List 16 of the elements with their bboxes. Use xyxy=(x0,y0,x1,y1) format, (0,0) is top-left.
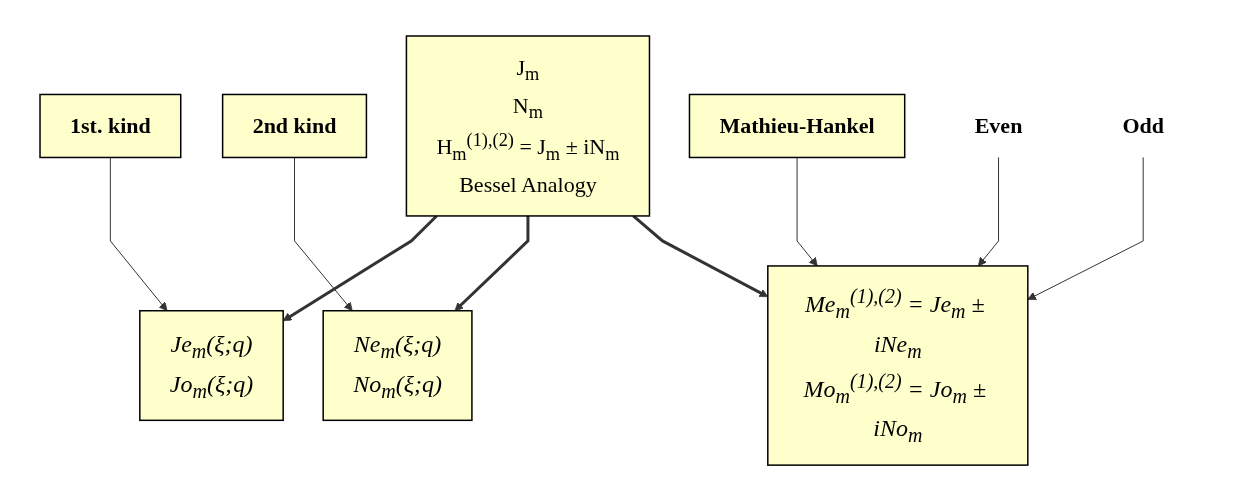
node-box: J$_{m}$ N$_{m}$ H$_{m}$$^{(1),(2)}$ = J$_{m}$ ± iN$_{m}$ Bessel Analogy xyxy=(405,35,650,217)
node-box: 1st. kind xyxy=(38,93,181,159)
node-box: 2nd kind xyxy=(221,93,367,159)
node-box: Je$_{m}$(ξ;q) Jo$_{m}$(ξ;q) xyxy=(138,309,284,421)
node-box: Me$_{m}$$^{(1),(2)}$ = Je$_{m}$ ± iNe$_{m}$ Mo$_{m}$$^{(1),(2)}$ = Jo$_{m}$ ± iNo$_{m}$ xyxy=(766,265,1029,466)
arrow xyxy=(631,214,768,298)
node-box: Ne$_{m}$(ξ;q) No$_{m}$(ξ;q) xyxy=(321,309,473,421)
node-text: Odd xyxy=(1121,113,1164,139)
arrow xyxy=(109,156,167,312)
arrow xyxy=(454,215,529,312)
arrow xyxy=(796,156,818,267)
arrow xyxy=(282,214,438,322)
node-text: Even xyxy=(974,113,1022,139)
node-box: Mathieu-Hankel xyxy=(688,93,905,159)
arrow xyxy=(977,156,999,267)
arrow xyxy=(293,156,353,312)
